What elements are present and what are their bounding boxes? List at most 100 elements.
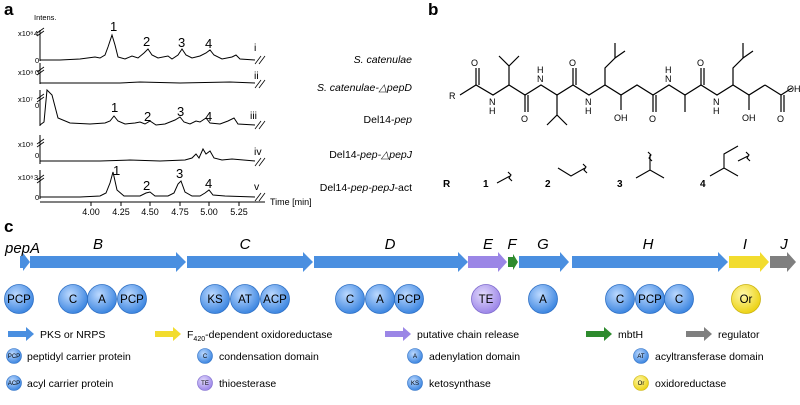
peak-label: 1 bbox=[110, 19, 117, 34]
domain-label: PCP bbox=[120, 294, 144, 306]
gene-label: pepA bbox=[4, 240, 40, 257]
n-atom: N bbox=[489, 97, 496, 107]
legend-text: condensation domain bbox=[219, 351, 319, 363]
n-atom: N bbox=[585, 97, 592, 107]
domain-label: C bbox=[675, 294, 683, 306]
strain-label: S. catenulae bbox=[354, 54, 413, 66]
domain-or bbox=[731, 284, 761, 314]
domain-label: ACP bbox=[263, 294, 287, 306]
x-tick-label: 5.25 bbox=[230, 207, 248, 217]
peak-label: 2 bbox=[143, 34, 150, 49]
valine-side-chain bbox=[546, 95, 568, 126]
legend-text: oxidoreductase bbox=[655, 378, 726, 390]
strain-label: Del14-pep bbox=[364, 114, 413, 126]
legend-text: PKS or NRPS bbox=[40, 329, 105, 341]
axis-break bbox=[254, 120, 262, 130]
peak-label: 4 bbox=[205, 109, 212, 124]
domain-te bbox=[471, 284, 501, 314]
gene-label: H bbox=[643, 236, 654, 253]
peak-label: 3 bbox=[178, 35, 185, 50]
gene-label: F bbox=[507, 236, 517, 253]
panel-b: b R O N H O bbox=[428, 0, 800, 190]
x-tick-label: 5.00 bbox=[200, 207, 218, 217]
gene-label: G bbox=[537, 236, 549, 253]
peak-label: 4 bbox=[205, 176, 212, 191]
domain-c bbox=[664, 284, 694, 314]
tick-label: 0 bbox=[35, 101, 39, 110]
legend-circle-c bbox=[197, 348, 213, 364]
o-atom: O bbox=[521, 114, 528, 124]
roman-label: iv bbox=[254, 146, 262, 158]
gene-arrow-J bbox=[770, 252, 796, 272]
domain-label: C bbox=[616, 294, 624, 306]
r-groups-title: R bbox=[443, 179, 451, 190]
panel-c-letter: c bbox=[4, 217, 13, 236]
gene-label: C bbox=[240, 236, 251, 253]
peak-label: 2 bbox=[144, 109, 151, 124]
axis-break bbox=[254, 192, 262, 202]
trace-v: x10⁸ 3 0 1 2 3 4 v Del14-pep-pepJ-act bbox=[18, 163, 412, 202]
valine-side-chain bbox=[498, 55, 520, 85]
domain-label: PCP bbox=[7, 294, 31, 306]
leucine-side-chain bbox=[732, 43, 754, 85]
domain-pcp bbox=[394, 284, 424, 314]
gene-label: I bbox=[743, 236, 747, 253]
carbonyl-bond bbox=[652, 95, 657, 112]
legend-circle-label: PCP bbox=[8, 354, 20, 360]
strain-label-italic: pep-pepJ bbox=[350, 182, 396, 194]
x-axis: 4.00 4.25 4.50 4.75 5.00 5.25 Time [min] bbox=[40, 197, 312, 217]
peak-label: 3 bbox=[177, 104, 184, 119]
legend-domains: PCP peptidyl carrier protein C condensat… bbox=[6, 348, 764, 391]
gene-arrow-I bbox=[729, 252, 769, 272]
domain-label: TE bbox=[479, 294, 494, 306]
o-atom: O bbox=[471, 58, 478, 68]
domain-c bbox=[605, 284, 635, 314]
o-atom: O bbox=[777, 114, 784, 124]
axis-break bbox=[36, 69, 45, 76]
scale-label: x10⁸ bbox=[18, 140, 33, 149]
trace-i: x10⁸ 4 0 1 2 3 4 i S. catenulae bbox=[18, 19, 412, 66]
oh-group: OH bbox=[614, 113, 628, 123]
chromatogram-trace bbox=[39, 88, 256, 126]
n-atom: N bbox=[537, 74, 544, 84]
r-group-number: 4 bbox=[700, 179, 706, 190]
legend-swatch-mbth bbox=[586, 327, 612, 341]
legend-text: F420-dependent oxidoreductase bbox=[187, 329, 333, 343]
axis-break bbox=[36, 174, 45, 181]
legend-circle-ks bbox=[407, 375, 423, 391]
legend-swatch-pks bbox=[8, 327, 34, 341]
tick-label: 0 bbox=[35, 68, 39, 77]
roman-label: ii bbox=[254, 70, 259, 82]
strain-label: Del14-pep-pepJ-act bbox=[320, 182, 412, 194]
peak-label: 4 bbox=[205, 36, 212, 51]
ethyl-group bbox=[557, 167, 586, 177]
tick-label: 0 bbox=[35, 56, 39, 65]
x-tick-label: 4.25 bbox=[112, 207, 130, 217]
x-tick-label: 4.00 bbox=[82, 207, 100, 217]
axis-break bbox=[258, 157, 266, 167]
gene-arrow-C bbox=[187, 252, 313, 272]
h-atom: H bbox=[489, 106, 496, 116]
legend-circle-label: KS bbox=[411, 381, 419, 387]
r-atom: R bbox=[449, 91, 456, 101]
domain-pcp bbox=[4, 284, 34, 314]
domain-label: AT bbox=[238, 294, 252, 306]
domain-architecture bbox=[4, 284, 761, 314]
axis-break bbox=[36, 96, 45, 103]
r-group-number: 2 bbox=[545, 179, 551, 190]
y-axis-title: Intens. bbox=[34, 13, 57, 22]
legend-text: putative chain release bbox=[417, 329, 519, 341]
h-atom: H bbox=[713, 106, 720, 116]
scale-label: x10⁸ bbox=[18, 173, 33, 182]
r-groups: R 1 2 3 4 bbox=[443, 145, 751, 190]
backbone-bond bbox=[459, 84, 766, 96]
leucine-side-chain bbox=[604, 43, 626, 85]
gene-arrow-pepA bbox=[20, 253, 30, 271]
legend-circle-or bbox=[633, 375, 649, 391]
h-atom: H bbox=[585, 106, 592, 116]
strain-label-text: Del14- bbox=[329, 149, 360, 161]
domain-acp bbox=[260, 284, 290, 314]
axis-break bbox=[36, 30, 45, 37]
legend-text: ketosynthase bbox=[429, 378, 491, 390]
